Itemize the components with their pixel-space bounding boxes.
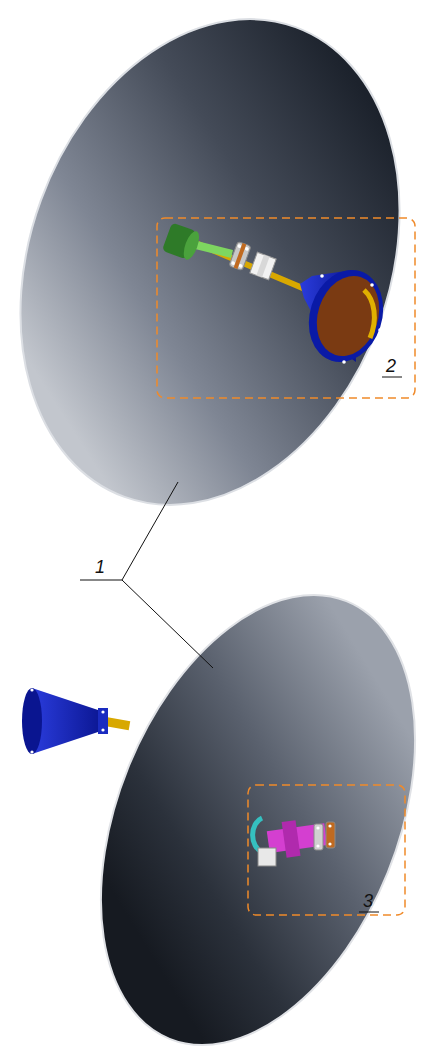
detail-frame xyxy=(157,218,415,398)
bolt xyxy=(328,842,331,845)
rear-assembly xyxy=(253,816,335,866)
branch xyxy=(282,820,301,858)
cyan-ring xyxy=(253,818,262,852)
callout-number: 2 xyxy=(386,357,396,375)
callout-number: 3 xyxy=(363,892,373,910)
bolt xyxy=(101,728,104,731)
flange-ring xyxy=(234,243,247,269)
aperture-edge xyxy=(364,290,374,338)
label-underline xyxy=(359,912,379,913)
bolt xyxy=(316,826,319,829)
green-rod xyxy=(196,245,232,254)
reflector-dish xyxy=(0,0,421,558)
coupler-body xyxy=(250,252,276,280)
bolt xyxy=(328,824,331,827)
cylinder-end xyxy=(181,229,203,261)
bolt xyxy=(245,247,250,252)
bolt xyxy=(237,244,242,249)
label-underline xyxy=(382,377,402,378)
feed-assembly xyxy=(162,222,395,371)
flange xyxy=(314,824,323,850)
green-cylinder xyxy=(162,222,202,261)
horn-rim xyxy=(297,260,395,372)
detail-frame xyxy=(248,785,405,915)
callout-number: 1 xyxy=(95,558,105,576)
flange xyxy=(326,822,335,848)
horn-flange xyxy=(98,708,108,734)
horn-rim xyxy=(22,688,42,754)
flange xyxy=(229,241,251,270)
reflector-dish xyxy=(40,549,421,1048)
label-underline xyxy=(80,580,122,581)
rear-horn xyxy=(22,688,130,754)
bolt xyxy=(30,750,33,753)
bolt xyxy=(370,283,374,287)
bolt xyxy=(378,328,382,332)
coupler-band xyxy=(256,255,269,278)
flange-body xyxy=(229,241,251,270)
horn-aperture xyxy=(307,268,389,365)
leader-line xyxy=(122,580,213,668)
leader-line xyxy=(122,482,178,580)
bolt xyxy=(238,264,243,269)
bolt xyxy=(101,710,104,713)
bolt xyxy=(231,261,236,266)
bolt xyxy=(30,688,33,691)
bolt xyxy=(320,274,324,278)
horn-cone xyxy=(32,688,104,754)
coupler xyxy=(250,252,276,280)
bolt xyxy=(342,360,346,364)
block xyxy=(258,848,276,866)
bolt xyxy=(316,844,319,847)
